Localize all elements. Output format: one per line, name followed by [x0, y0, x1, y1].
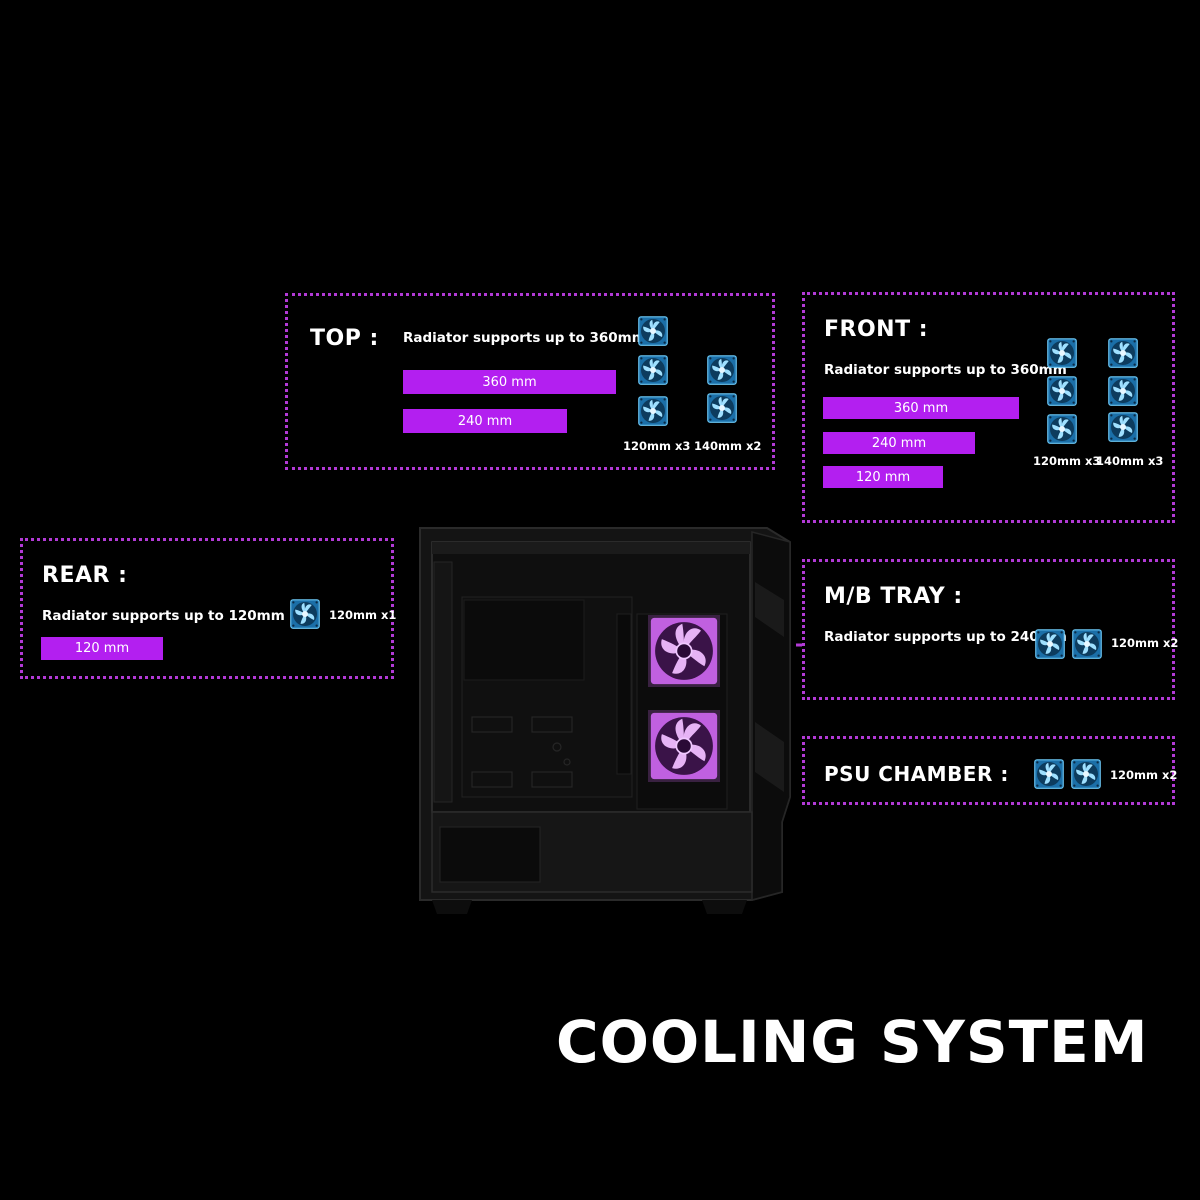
fan-icon — [1047, 338, 1077, 368]
fan-icon — [1108, 338, 1138, 368]
psu-panel: PSU CHAMBER : 120mm x2 — [802, 736, 1178, 805]
top-fan-label-120: 120mm x3 — [623, 439, 691, 453]
top-fan-label-140: 140mm x2 — [694, 439, 762, 453]
fan-icon — [290, 599, 320, 629]
psu-fan-label: 120mm x2 — [1110, 768, 1178, 782]
rear-panel: REAR : Radiator supports up to 120mm 120… — [20, 538, 397, 679]
fan-icon — [638, 396, 668, 426]
mbtray-title: M/B TRAY : — [824, 584, 963, 609]
fan-icon — [638, 355, 668, 385]
front-bar-240: 240 mm — [823, 432, 975, 454]
front-radiator-text: Radiator supports up to 360mm — [824, 362, 1067, 378]
fan-icon — [1047, 414, 1077, 444]
fan-icon — [1108, 376, 1138, 406]
rear-bar-120: 120 mm — [41, 637, 163, 660]
fan-icon — [707, 355, 737, 385]
fan-icon — [1108, 412, 1138, 442]
rear-fan-label: 120mm x1 — [329, 608, 397, 622]
mbtray-radiator-text: Radiator supports up to 240mm — [824, 629, 1067, 645]
fan-icon — [1072, 629, 1102, 659]
fan-icon — [1071, 759, 1101, 789]
mbtray-panel: M/B TRAY : Radiator supports up to 240mm… — [802, 559, 1179, 700]
front-bar-120: 120 mm — [823, 466, 943, 488]
top-bar-360: 360 mm — [403, 370, 616, 394]
front-fan-label-140: 140mm x3 — [1096, 454, 1164, 468]
front-panel: FRONT : Radiator supports up to 360mm 36… — [802, 292, 1175, 523]
front-title: FRONT : — [824, 317, 929, 342]
top-bar-240: 240 mm — [403, 409, 567, 433]
pc-case-illustration — [419, 527, 791, 914]
front-bar-360: 360 mm — [823, 397, 1019, 419]
top-panel: TOP : Radiator supports up to 360mm 360 … — [285, 293, 775, 470]
rear-title: REAR : — [42, 563, 128, 588]
mbtray-fan-label: 120mm x2 — [1111, 636, 1179, 650]
fan-icon — [638, 316, 668, 346]
front-fan-label-120: 120mm x3 — [1033, 454, 1101, 468]
psu-title: PSU CHAMBER : — [824, 762, 1009, 786]
fan-icon — [707, 393, 737, 423]
top-title: TOP : — [310, 326, 379, 351]
fan-icon — [1034, 759, 1064, 789]
fan-icon — [1047, 376, 1077, 406]
rear-radiator-text: Radiator supports up to 120mm — [42, 608, 285, 624]
page-title: COOLING SYSTEM — [556, 1008, 1149, 1076]
top-radiator-text: Radiator supports up to 360mm — [403, 330, 646, 346]
fan-icon — [1035, 629, 1065, 659]
